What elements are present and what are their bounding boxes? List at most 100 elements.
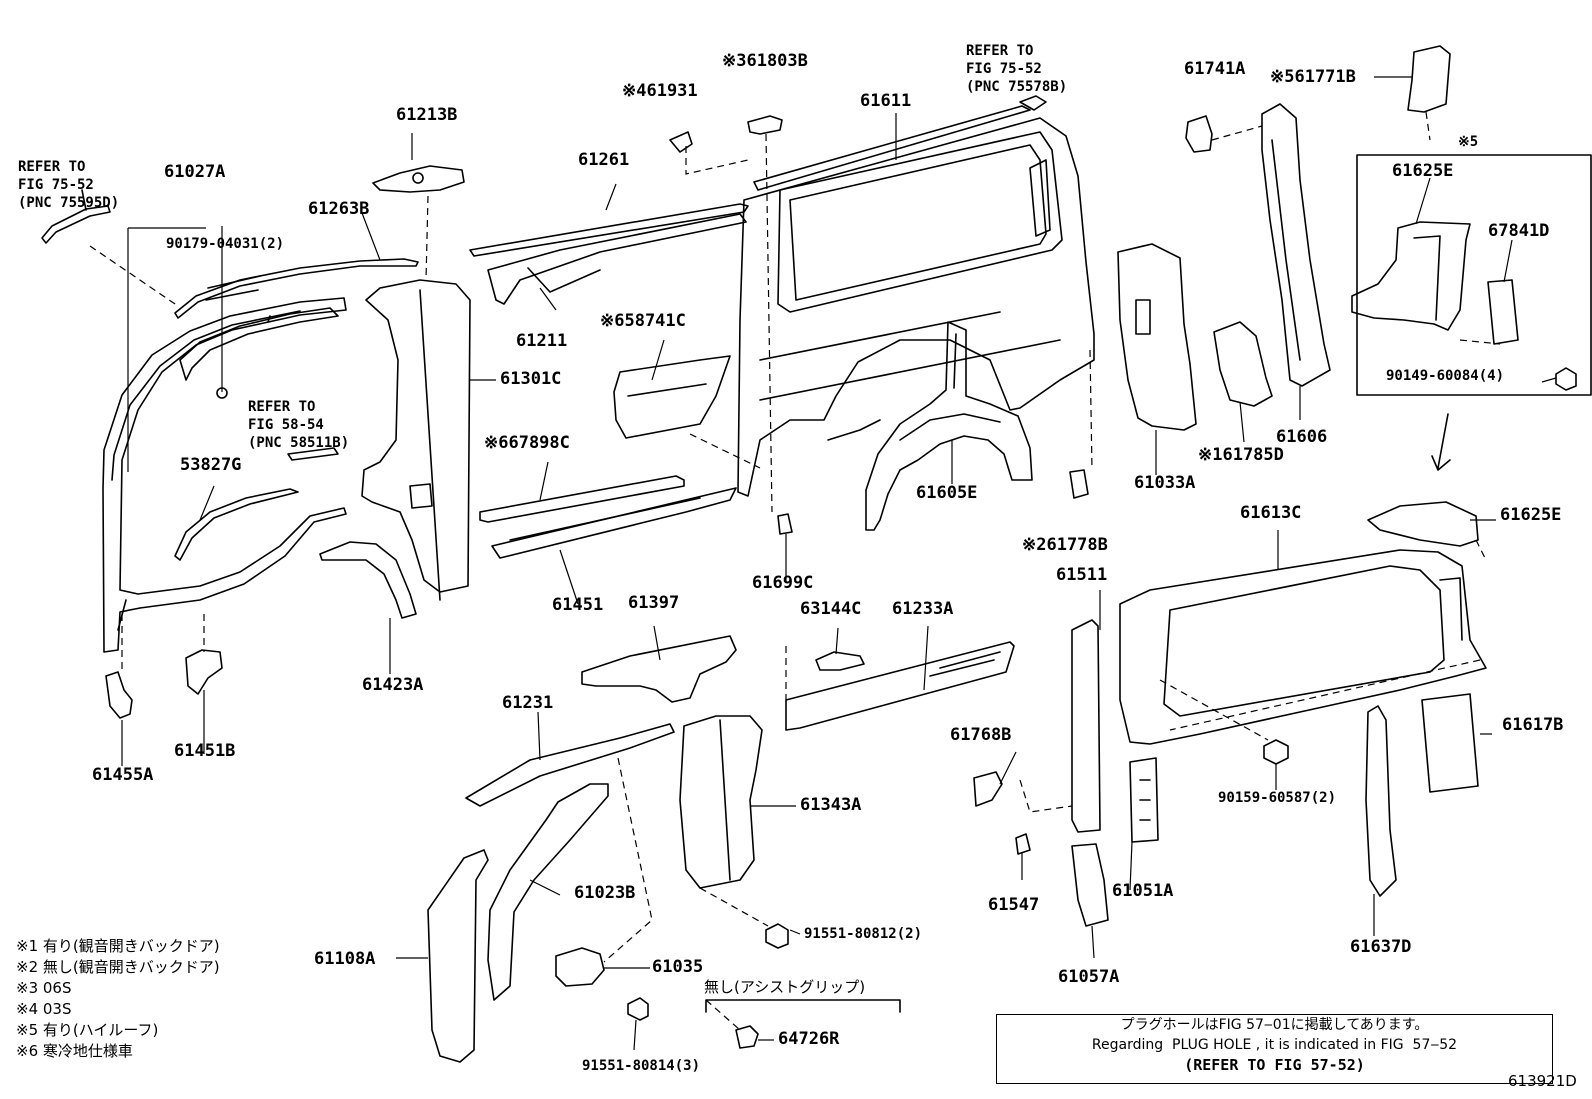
label-61301C: 61301C [500, 369, 562, 389]
part-61931-icon [669, 131, 693, 153]
label-61213B: 61213B [396, 105, 458, 125]
bolt-91551-80812-icon [765, 923, 789, 949]
part-61768B-icon [973, 771, 1003, 807]
label-61771B: ※561771B [1270, 67, 1356, 87]
label-61606: 61606 [1276, 427, 1328, 447]
part-61741A-icon [1185, 115, 1213, 153]
label-61051A: 61051A [1112, 881, 1174, 901]
figure-id: 613921D [1508, 1072, 1577, 1090]
part-61785D-icon [1213, 321, 1273, 407]
part-61547-icon [1015, 833, 1031, 855]
part-61451-icon [491, 487, 737, 559]
part-61397-icon [581, 635, 737, 703]
part-61699C-icon [777, 513, 793, 535]
label-61397: 61397 [628, 593, 680, 613]
part-67898C-icon [479, 475, 685, 523]
label-61778B: ※261778B [1022, 535, 1108, 555]
label-61451B: 61451B [174, 741, 236, 761]
part-61611-body-icon [737, 117, 1095, 497]
label-star5: ※5 [1458, 134, 1479, 150]
part-61625E-box-icon [1351, 221, 1471, 331]
high-roof-box [1356, 154, 1592, 396]
part-61511-icon [1071, 619, 1101, 833]
legend-item: ※3 06S [16, 979, 72, 997]
part-61023B-icon [487, 783, 609, 1001]
part-61423A-icon [319, 541, 417, 619]
label-61617B: 61617B [1502, 715, 1564, 735]
part-61803B-icon [747, 115, 783, 135]
label-67841D: 67841D [1488, 221, 1550, 241]
label-61261: 61261 [578, 150, 630, 170]
label-61455A: 61455A [92, 765, 154, 785]
note-line-2: Regarding PLUG HOLE , it is indicated in… [1091, 1037, 1458, 1053]
legend-item: ※1 有り(観音開きバックドア) [16, 937, 220, 955]
grip-cap-64726R-icon [735, 1025, 759, 1049]
label-61343A: 61343A [800, 795, 862, 815]
plug-hole-note: プラグホールはFIG 57‒01に掲載してあります。 Regarding PLU… [996, 1014, 1553, 1084]
part-53827G-icon [174, 488, 299, 561]
bolt-91551-80814-icon [627, 997, 649, 1021]
legend: ※1 有り(観音開きバックドア) ※2 無し(観音開きバックドア) ※3 06S… [16, 936, 220, 1062]
part-61051A-icon [1129, 757, 1159, 843]
bolt-90149-icon [1555, 367, 1577, 391]
part-61771B-icon [1407, 45, 1451, 113]
part-61605E-icon [865, 321, 1033, 531]
label-61233A: 61233A [892, 599, 954, 619]
legend-item: ※6 寒冷地仕様車 [16, 1042, 133, 1060]
label-58741C: ※658741C [600, 311, 686, 331]
label-61931: ※461931 [622, 81, 698, 101]
part-61451B-icon [185, 649, 223, 695]
label-61027A: 61027A [164, 162, 226, 182]
label-61023B: 61023B [574, 883, 636, 903]
label-90179-04031: 90179-04031(2) [166, 236, 285, 252]
label-61423A: 61423A [362, 675, 424, 695]
part-61455A-icon [105, 671, 133, 719]
bolt-90159-icon [1263, 739, 1289, 765]
label-61741A: 61741A [1184, 59, 1246, 79]
part-61613C-icon [1119, 549, 1487, 745]
part-61301C-icon [361, 279, 471, 601]
part-61343A-icon [679, 715, 763, 889]
label-61035: 61035 [652, 957, 704, 977]
label-61605E: 61605E [916, 483, 978, 503]
down-arrow-icon [1431, 413, 1451, 471]
legend-item: ※2 無し(観音開きバックドア) [16, 958, 220, 976]
part-61035-icon [555, 947, 605, 987]
label-61625E-right: 61625E [1500, 505, 1562, 525]
label-61057A: 61057A [1058, 967, 1120, 987]
legend-item: ※5 有り(ハイルーフ) [16, 1021, 159, 1039]
label-90149-60084: 90149-60084(4) [1386, 368, 1505, 384]
label-61625E-box: 61625E [1392, 161, 1454, 181]
note-line-1: プラグホールはFIG 57‒01に掲載してあります。 [1120, 1017, 1429, 1033]
label-61611: 61611 [860, 91, 912, 111]
part-61611-icon [753, 105, 1031, 191]
label-61263B: 61263B [308, 199, 370, 219]
label-61785D: ※161785D [1198, 445, 1284, 465]
plug-plate-icon [287, 447, 339, 461]
part-61231-icon [465, 723, 675, 807]
assist-grip-note: 無し(アシストグリップ) [704, 978, 866, 996]
part-61606-icon [1261, 103, 1331, 387]
part-63144C-icon [815, 651, 865, 671]
part-61211-icon [487, 213, 747, 305]
part-61233A-icon [785, 641, 1015, 731]
label-61211: 61211 [516, 331, 568, 351]
label-61637D: 61637D [1350, 937, 1412, 957]
part-61108A-icon [427, 849, 489, 1063]
label-91551-80814: 91551-80814(3) [582, 1058, 701, 1074]
label-67898C: ※667898C [484, 433, 570, 453]
part-61033A-icon [1117, 243, 1197, 431]
label-61108A: 61108A [314, 949, 376, 969]
label-63144C: 63144C [800, 599, 862, 619]
label-61547: 61547 [988, 895, 1040, 915]
part-61778B-icon [1069, 469, 1089, 499]
part-61213B-icon [372, 165, 465, 193]
label-61613C: 61613C [1240, 503, 1302, 523]
part-61057A-icon [1071, 843, 1109, 927]
label-61231: 61231 [502, 693, 554, 713]
label-61803B: ※361803B [722, 51, 808, 71]
